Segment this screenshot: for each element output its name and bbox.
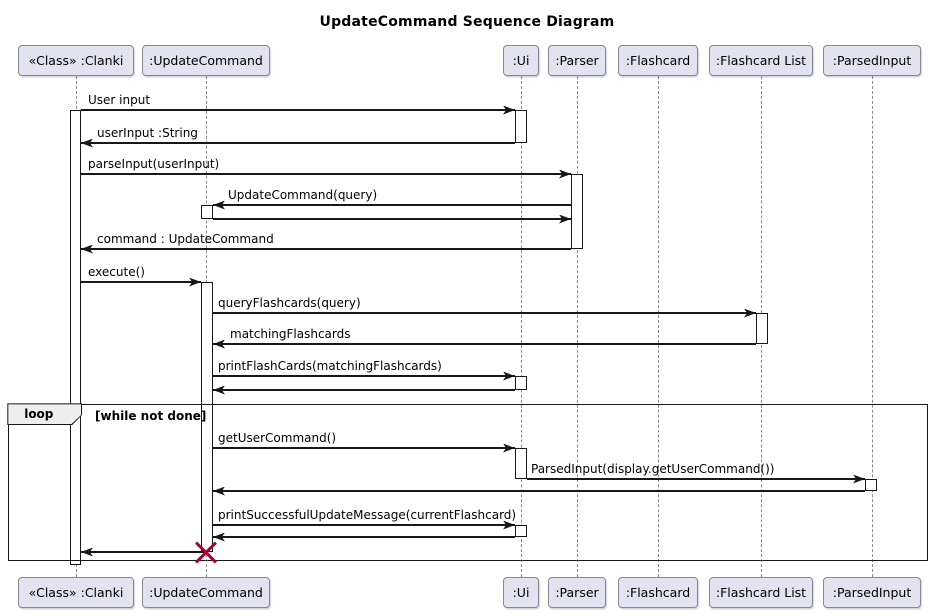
activation-ui-getusercommand [515, 448, 527, 479]
lifeline-parser [576, 76, 578, 577]
execute-arrowhead-icon [189, 277, 201, 287]
message-getusercommand-label: getUserCommand() [218, 431, 337, 445]
lifeline-parsedinput [871, 76, 873, 577]
message-parseinput-label: parseInput(userInput) [88, 157, 220, 171]
participant-ui-top: :Ui [503, 45, 539, 76]
message-ctor-return-line [213, 218, 571, 220]
message-userinput-string [81, 138, 515, 148]
loop-guard-condition: [while not done] [95, 409, 207, 423]
message-printsuccessfulupdate [213, 520, 515, 530]
participant-flashcardlist-top: :Flashcard List [709, 45, 813, 76]
message-execute [81, 277, 201, 287]
userinput-string-arrowhead-icon [81, 138, 93, 148]
message-final-return-to-clanki [81, 547, 206, 557]
activation-ui-printsuccess [515, 525, 527, 537]
message-matchingflashcards-label: matchingFlashcards [230, 327, 351, 341]
command-updatecommand-arrowhead-icon [81, 244, 93, 254]
participant-parsedinput-bottom: :ParsedInput [823, 577, 921, 608]
diagram-title: UpdateCommand Sequence Diagram [319, 14, 615, 30]
activation-parser [571, 174, 583, 249]
participant-parser-bottom: :Parser [548, 577, 606, 608]
message-command-updatecommand-line [81, 248, 571, 250]
participant-ui-bottom: :Ui [503, 577, 539, 608]
user-input-arrowhead-icon [503, 105, 515, 115]
final-return-to-clanki-arrowhead-icon [81, 547, 93, 557]
participant-flashcardlist-bottom: :Flashcard List [709, 577, 813, 608]
participant-updatecommand-bottom: :UpdateCommand [142, 577, 270, 608]
printflashcards-return-arrowhead-icon [213, 385, 225, 395]
loop-fragment-label: loop [24, 407, 54, 422]
printsuccessfulupdate-arrowhead-icon [503, 520, 515, 530]
message-printsuccess-return [213, 532, 515, 542]
printsuccess-return-arrowhead-icon [213, 532, 225, 542]
message-user-input [81, 105, 515, 115]
parseinput-arrowhead-icon [559, 169, 571, 179]
lifeline-flashcard [657, 76, 659, 577]
activation-ui-printflashcards [515, 376, 527, 390]
message-user-input-line [81, 109, 515, 111]
message-updatecommand-query-line [213, 204, 571, 206]
message-printsuccessfulupdate-label: printSuccessfulUpdateMessage(currentFlas… [218, 508, 517, 522]
message-parsedinput-call [527, 474, 865, 484]
participant-flashcard-bottom: :Flashcard [618, 577, 698, 608]
message-printflashcards-return-line [213, 389, 515, 391]
message-parsedinput-return [213, 486, 865, 496]
message-updatecommand-query [213, 200, 571, 210]
parsedinput-call-arrowhead-icon [853, 474, 865, 484]
message-matchingflashcards-line [213, 343, 756, 345]
message-ctor-return [213, 214, 571, 224]
message-parseinput-line [81, 173, 571, 175]
message-printflashcards-label: printFlashCards(matchingFlashcards) [218, 359, 442, 373]
message-queryflashcards-line [213, 312, 756, 314]
queryflashcards-arrowhead-icon [744, 308, 756, 318]
message-command-updatecommand-label: command : UpdateCommand [97, 232, 274, 246]
printflashcards-arrowhead-icon [503, 371, 515, 381]
message-printflashcards-return [213, 385, 515, 395]
activation-flashcardlist [756, 313, 768, 344]
message-parsedinput-call-line [527, 478, 865, 480]
message-command-updatecommand [81, 244, 571, 254]
destroy-x-icon [195, 541, 217, 563]
participant-parser-top: :Parser [548, 45, 606, 76]
participant-updatecommand-top: :UpdateCommand [142, 45, 270, 76]
participant-flashcard-top: :Flashcard [618, 45, 698, 76]
participant-parsedinput-top: :ParsedInput [823, 45, 921, 76]
message-parsedinput-return-line [213, 490, 865, 492]
activation-parsedinput [865, 479, 877, 491]
participant-clanki-bottom: «Class» :Clanki [18, 577, 134, 608]
message-user-input-label: User input [88, 93, 151, 107]
message-execute-label: execute() [88, 265, 145, 279]
message-printflashcards-line [213, 375, 515, 377]
message-matchingflashcards [213, 339, 756, 349]
message-parseinput [81, 169, 571, 179]
updatecommand-query-arrowhead-icon [213, 200, 225, 210]
loop-fragment: loop [while not done] [7, 403, 928, 561]
activation-updatecommand-ctor [201, 205, 213, 219]
message-parsedinput-call-label: ParsedInput(display.getUserCommand()) [531, 462, 775, 476]
matchingflashcards-arrowhead-icon [213, 339, 225, 349]
message-printsuccess-return-line [213, 536, 515, 538]
message-updatecommand-query-label: UpdateCommand(query) [228, 188, 378, 202]
parsedinput-return-arrowhead-icon [213, 486, 225, 496]
message-printflashcards [213, 371, 515, 381]
message-queryflashcards-label: queryFlashcards(query) [218, 296, 361, 310]
message-getusercommand-line [213, 447, 515, 449]
message-execute-line [81, 281, 201, 283]
activation-ui-userinput [515, 110, 527, 143]
activation-clanki [70, 110, 81, 565]
message-getusercommand [213, 443, 515, 453]
message-userinput-string-label: userInput :String [97, 126, 198, 140]
participant-clanki-top: «Class» :Clanki [18, 45, 134, 76]
message-final-return-to-clanki-line [81, 551, 206, 553]
loop-fragment-header-fill: loop [8, 404, 82, 425]
message-userinput-string-line [81, 142, 515, 144]
getusercommand-arrowhead-icon [503, 443, 515, 453]
lifeline-ui [520, 76, 522, 577]
message-printsuccessfulupdate-line [213, 524, 515, 526]
loop-fragment-header: loop [7, 403, 83, 426]
message-queryflashcards [213, 308, 756, 318]
ctor-return-arrowhead-icon [559, 214, 571, 224]
